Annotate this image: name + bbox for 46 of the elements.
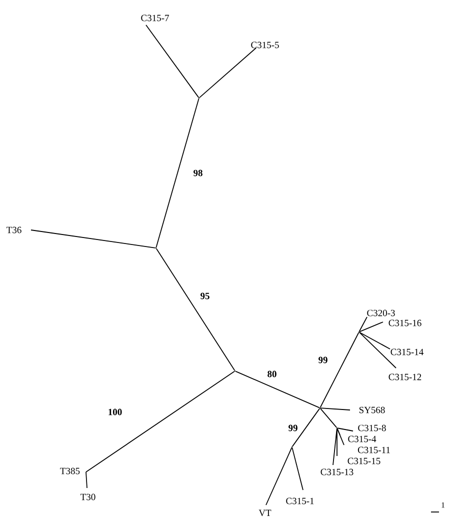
- branch: [337, 428, 354, 432]
- bootstrap-value: 98: [192, 169, 204, 177]
- branch: [320, 408, 337, 428]
- bootstrap-value: 99: [288, 424, 298, 432]
- branch: [266, 447, 292, 506]
- leaf-label: C315-16: [388, 320, 422, 326]
- leaf-label: C315-14: [390, 348, 424, 356]
- leaf-label: C315-12: [388, 374, 422, 380]
- branch: [359, 322, 384, 332]
- leaf-label: C315-13: [320, 468, 354, 476]
- branch: [359, 332, 390, 350]
- branch: [359, 332, 396, 368]
- branch: [156, 248, 236, 371]
- branch: [292, 447, 304, 490]
- leaf-label: T30: [80, 494, 96, 500]
- branch: [235, 370, 320, 408]
- branch: [146, 24, 200, 98]
- leaf-label: C320-3: [367, 310, 395, 316]
- bootstrap-value: 95: [200, 292, 210, 300]
- leaf-label: C315-5: [251, 42, 279, 48]
- leaf-label: C315-4: [348, 436, 376, 442]
- branch: [292, 408, 320, 447]
- bootstrap-value: 100: [107, 408, 123, 416]
- leaf-label: C315-7: [141, 14, 169, 22]
- bootstrap-value: 99: [318, 356, 328, 364]
- branch: [336, 428, 344, 446]
- leaf-label: C315-15: [348, 458, 380, 464]
- branch: [332, 428, 338, 466]
- leaf-label: VT: [258, 510, 272, 516]
- leaf-label: C315-1: [286, 498, 314, 504]
- bootstrap-value: 80: [266, 370, 278, 378]
- branch: [30, 230, 156, 248]
- leaf-label: C315-8: [358, 424, 386, 432]
- branch: [156, 98, 200, 248]
- branch: [86, 472, 88, 488]
- branch: [199, 48, 256, 98]
- branch: [358, 316, 368, 332]
- leaf-label: SY568: [359, 406, 385, 414]
- branch: [320, 332, 360, 408]
- branch: [86, 370, 235, 472]
- leaf-label: T385: [60, 468, 80, 474]
- scale-label: 1: [442, 502, 445, 508]
- leaf-label: T36: [6, 226, 22, 234]
- branch: [336, 428, 338, 456]
- leaf-label: C315-11: [358, 446, 390, 454]
- branch: [320, 408, 350, 410]
